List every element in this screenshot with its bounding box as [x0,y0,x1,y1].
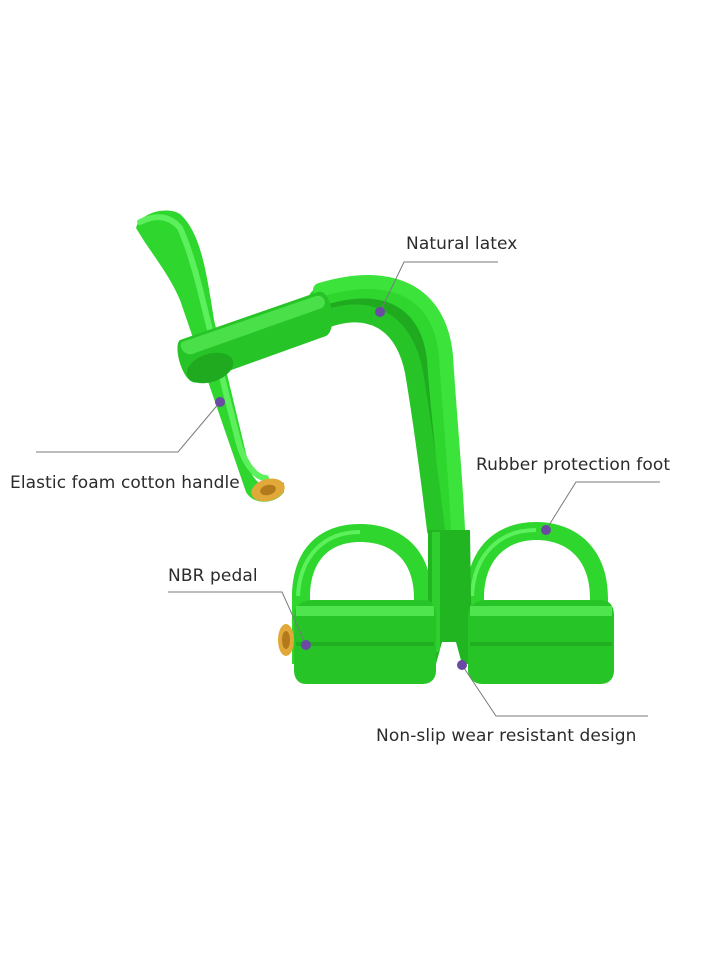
leader-lines [36,261,660,717]
left-foot-pad [278,600,436,684]
right-foot-pad [468,600,614,684]
leader-line-protection-foot [545,481,660,531]
leader-line-foam-handle [36,401,221,453]
marker-non-slip [457,660,467,670]
crossbar-sleeve [177,291,333,384]
label-foam-handle: Elastic foam cotton handle [10,473,240,493]
marker-protection-foot [541,525,551,535]
marker-foam-handle [215,397,225,407]
marker-natural-latex [375,307,385,317]
center-connector [428,530,472,664]
latex-tubes [308,275,465,540]
leader-line-nbr-pedal [168,591,307,646]
callout-markers [215,307,551,670]
leader-line-natural-latex [379,261,498,313]
label-natural-latex: Natural latex [406,234,518,254]
marker-nbr-pedal [301,640,311,650]
label-nbr-pedal: NBR pedal [168,566,258,586]
label-protection-foot: Rubber protection foot [476,455,671,475]
label-non-slip: Non-slip wear resistant design [376,726,637,746]
leader-line-non-slip [461,664,648,717]
